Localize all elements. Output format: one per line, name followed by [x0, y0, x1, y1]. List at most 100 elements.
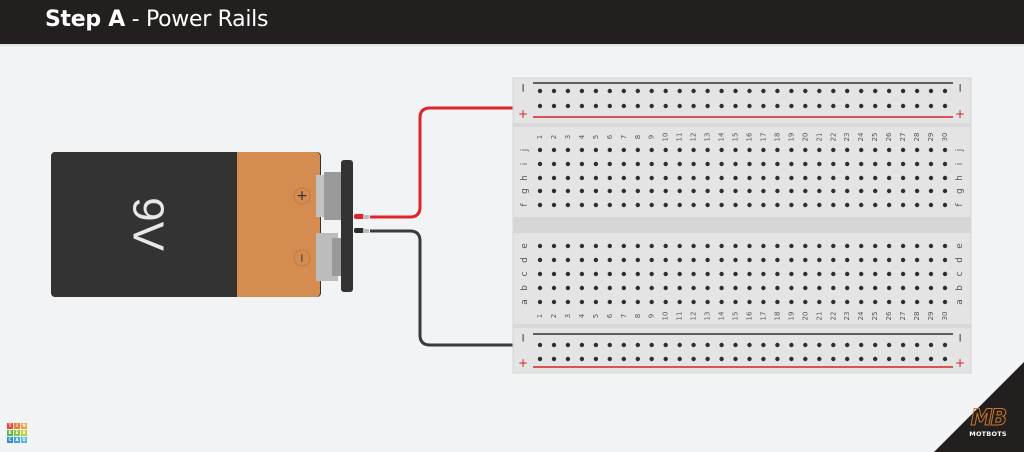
hole-h6[interactable] — [607, 175, 612, 181]
hole-d23[interactable] — [845, 257, 850, 263]
hole-i22[interactable] — [831, 161, 836, 167]
hole-d1[interactable] — [537, 257, 543, 263]
bottom-rail-plus-hole[interactable] — [789, 356, 794, 362]
hole-c28[interactable] — [914, 271, 920, 277]
hole-b30[interactable] — [942, 285, 948, 291]
hole-f19[interactable] — [789, 202, 794, 208]
hole-b18[interactable] — [775, 285, 780, 291]
hole-e19[interactable] — [789, 243, 794, 249]
hole-c21[interactable] — [817, 271, 822, 277]
bottom-rail-plus-hole[interactable] — [886, 356, 892, 362]
hole-d30[interactable] — [942, 257, 948, 263]
hole-i12[interactable] — [691, 161, 696, 167]
hole-h25[interactable] — [873, 175, 878, 181]
bottom-rail-minus-hole[interactable] — [831, 342, 836, 348]
bottom-rail-minus-hole[interactable] — [886, 342, 892, 348]
hole-j28[interactable] — [914, 147, 920, 153]
bottom-rail-plus-hole[interactable] — [928, 356, 934, 362]
hole-d16[interactable] — [747, 257, 752, 263]
bottom-rail-plus-hole[interactable] — [649, 356, 654, 362]
hole-b25[interactable] — [873, 285, 878, 291]
top-rail-plus-hole[interactable] — [845, 103, 850, 109]
hole-g11[interactable] — [677, 188, 682, 194]
top-rail-plus-hole[interactable] — [775, 103, 780, 109]
hole-h24[interactable] — [859, 175, 864, 181]
hole-e9[interactable] — [649, 243, 654, 249]
hole-b1[interactable] — [537, 285, 543, 291]
top-rail-plus-hole[interactable] — [803, 103, 808, 109]
bottom-rail-plus-hole[interactable] — [761, 356, 766, 362]
bottom-rail-plus-hole[interactable] — [719, 356, 724, 362]
hole-e29[interactable] — [928, 243, 934, 249]
hole-a6[interactable] — [607, 299, 612, 305]
bottom-rail-minus-hole[interactable] — [621, 342, 626, 348]
hole-f6[interactable] — [607, 202, 612, 208]
hole-d17[interactable] — [761, 257, 766, 263]
hole-j6[interactable] — [607, 147, 612, 153]
hole-b13[interactable] — [705, 285, 710, 291]
hole-a24[interactable] — [859, 299, 864, 305]
hole-j8[interactable] — [635, 147, 640, 153]
bottom-rail-minus-hole[interactable] — [733, 342, 738, 348]
bottom-rail-plus-hole[interactable] — [691, 356, 696, 362]
hole-c18[interactable] — [775, 271, 780, 277]
hole-a7[interactable] — [621, 299, 626, 305]
hole-c3[interactable] — [565, 271, 571, 277]
hole-h15[interactable] — [733, 175, 738, 181]
top-rail-minus-hole[interactable] — [579, 88, 585, 94]
hole-i21[interactable] — [817, 161, 822, 167]
hole-c26[interactable] — [886, 271, 892, 277]
hole-j20[interactable] — [803, 147, 808, 153]
hole-j21[interactable] — [817, 147, 822, 153]
hole-f5[interactable] — [593, 202, 599, 208]
hole-f20[interactable] — [803, 202, 808, 208]
hole-a29[interactable] — [928, 299, 934, 305]
bottom-rail-plus-hole[interactable] — [663, 356, 668, 362]
hole-i9[interactable] — [649, 161, 654, 167]
hole-d4[interactable] — [579, 257, 585, 263]
hole-h5[interactable] — [593, 175, 599, 181]
hole-a30[interactable] — [942, 299, 948, 305]
hole-g8[interactable] — [635, 188, 640, 194]
hole-e7[interactable] — [621, 243, 626, 249]
bottom-rail-plus-hole[interactable] — [845, 356, 850, 362]
hole-g14[interactable] — [719, 188, 724, 194]
bottom-rail-minus-hole[interactable] — [565, 342, 571, 348]
hole-b9[interactable] — [649, 285, 654, 291]
hole-f3[interactable] — [565, 202, 571, 208]
hole-b15[interactable] — [733, 285, 738, 291]
hole-h13[interactable] — [705, 175, 710, 181]
hole-b5[interactable] — [593, 285, 599, 291]
hole-g27[interactable] — [900, 188, 906, 194]
hole-d20[interactable] — [803, 257, 808, 263]
bottom-rail-plus-hole[interactable] — [635, 356, 640, 362]
hole-c11[interactable] — [677, 271, 682, 277]
hole-a15[interactable] — [733, 299, 738, 305]
bottom-rail-minus-hole[interactable] — [677, 342, 682, 348]
hole-b28[interactable] — [914, 285, 920, 291]
bottom-rail-plus-hole[interactable] — [705, 356, 710, 362]
hole-i24[interactable] — [859, 161, 864, 167]
bottom-rail-minus-hole[interactable] — [803, 342, 808, 348]
hole-g25[interactable] — [873, 188, 878, 194]
hole-e14[interactable] — [719, 243, 724, 249]
hole-c5[interactable] — [593, 271, 599, 277]
hole-a1[interactable] — [537, 299, 543, 305]
hole-c13[interactable] — [705, 271, 710, 277]
hole-d6[interactable] — [607, 257, 612, 263]
bottom-rail-plus-hole[interactable] — [593, 356, 599, 362]
hole-g29[interactable] — [928, 188, 934, 194]
top-rail-plus-hole[interactable] — [942, 103, 948, 109]
hole-j12[interactable] — [691, 147, 696, 153]
hole-h29[interactable] — [928, 175, 934, 181]
hole-b7[interactable] — [621, 285, 626, 291]
hole-g23[interactable] — [845, 188, 850, 194]
hole-c7[interactable] — [621, 271, 626, 277]
hole-j3[interactable] — [565, 147, 571, 153]
hole-e10[interactable] — [663, 243, 668, 249]
bottom-rail-plus-hole[interactable] — [607, 356, 612, 362]
hole-f24[interactable] — [859, 202, 864, 208]
hole-c17[interactable] — [761, 271, 766, 277]
hole-d26[interactable] — [886, 257, 892, 263]
hole-j26[interactable] — [886, 147, 892, 153]
